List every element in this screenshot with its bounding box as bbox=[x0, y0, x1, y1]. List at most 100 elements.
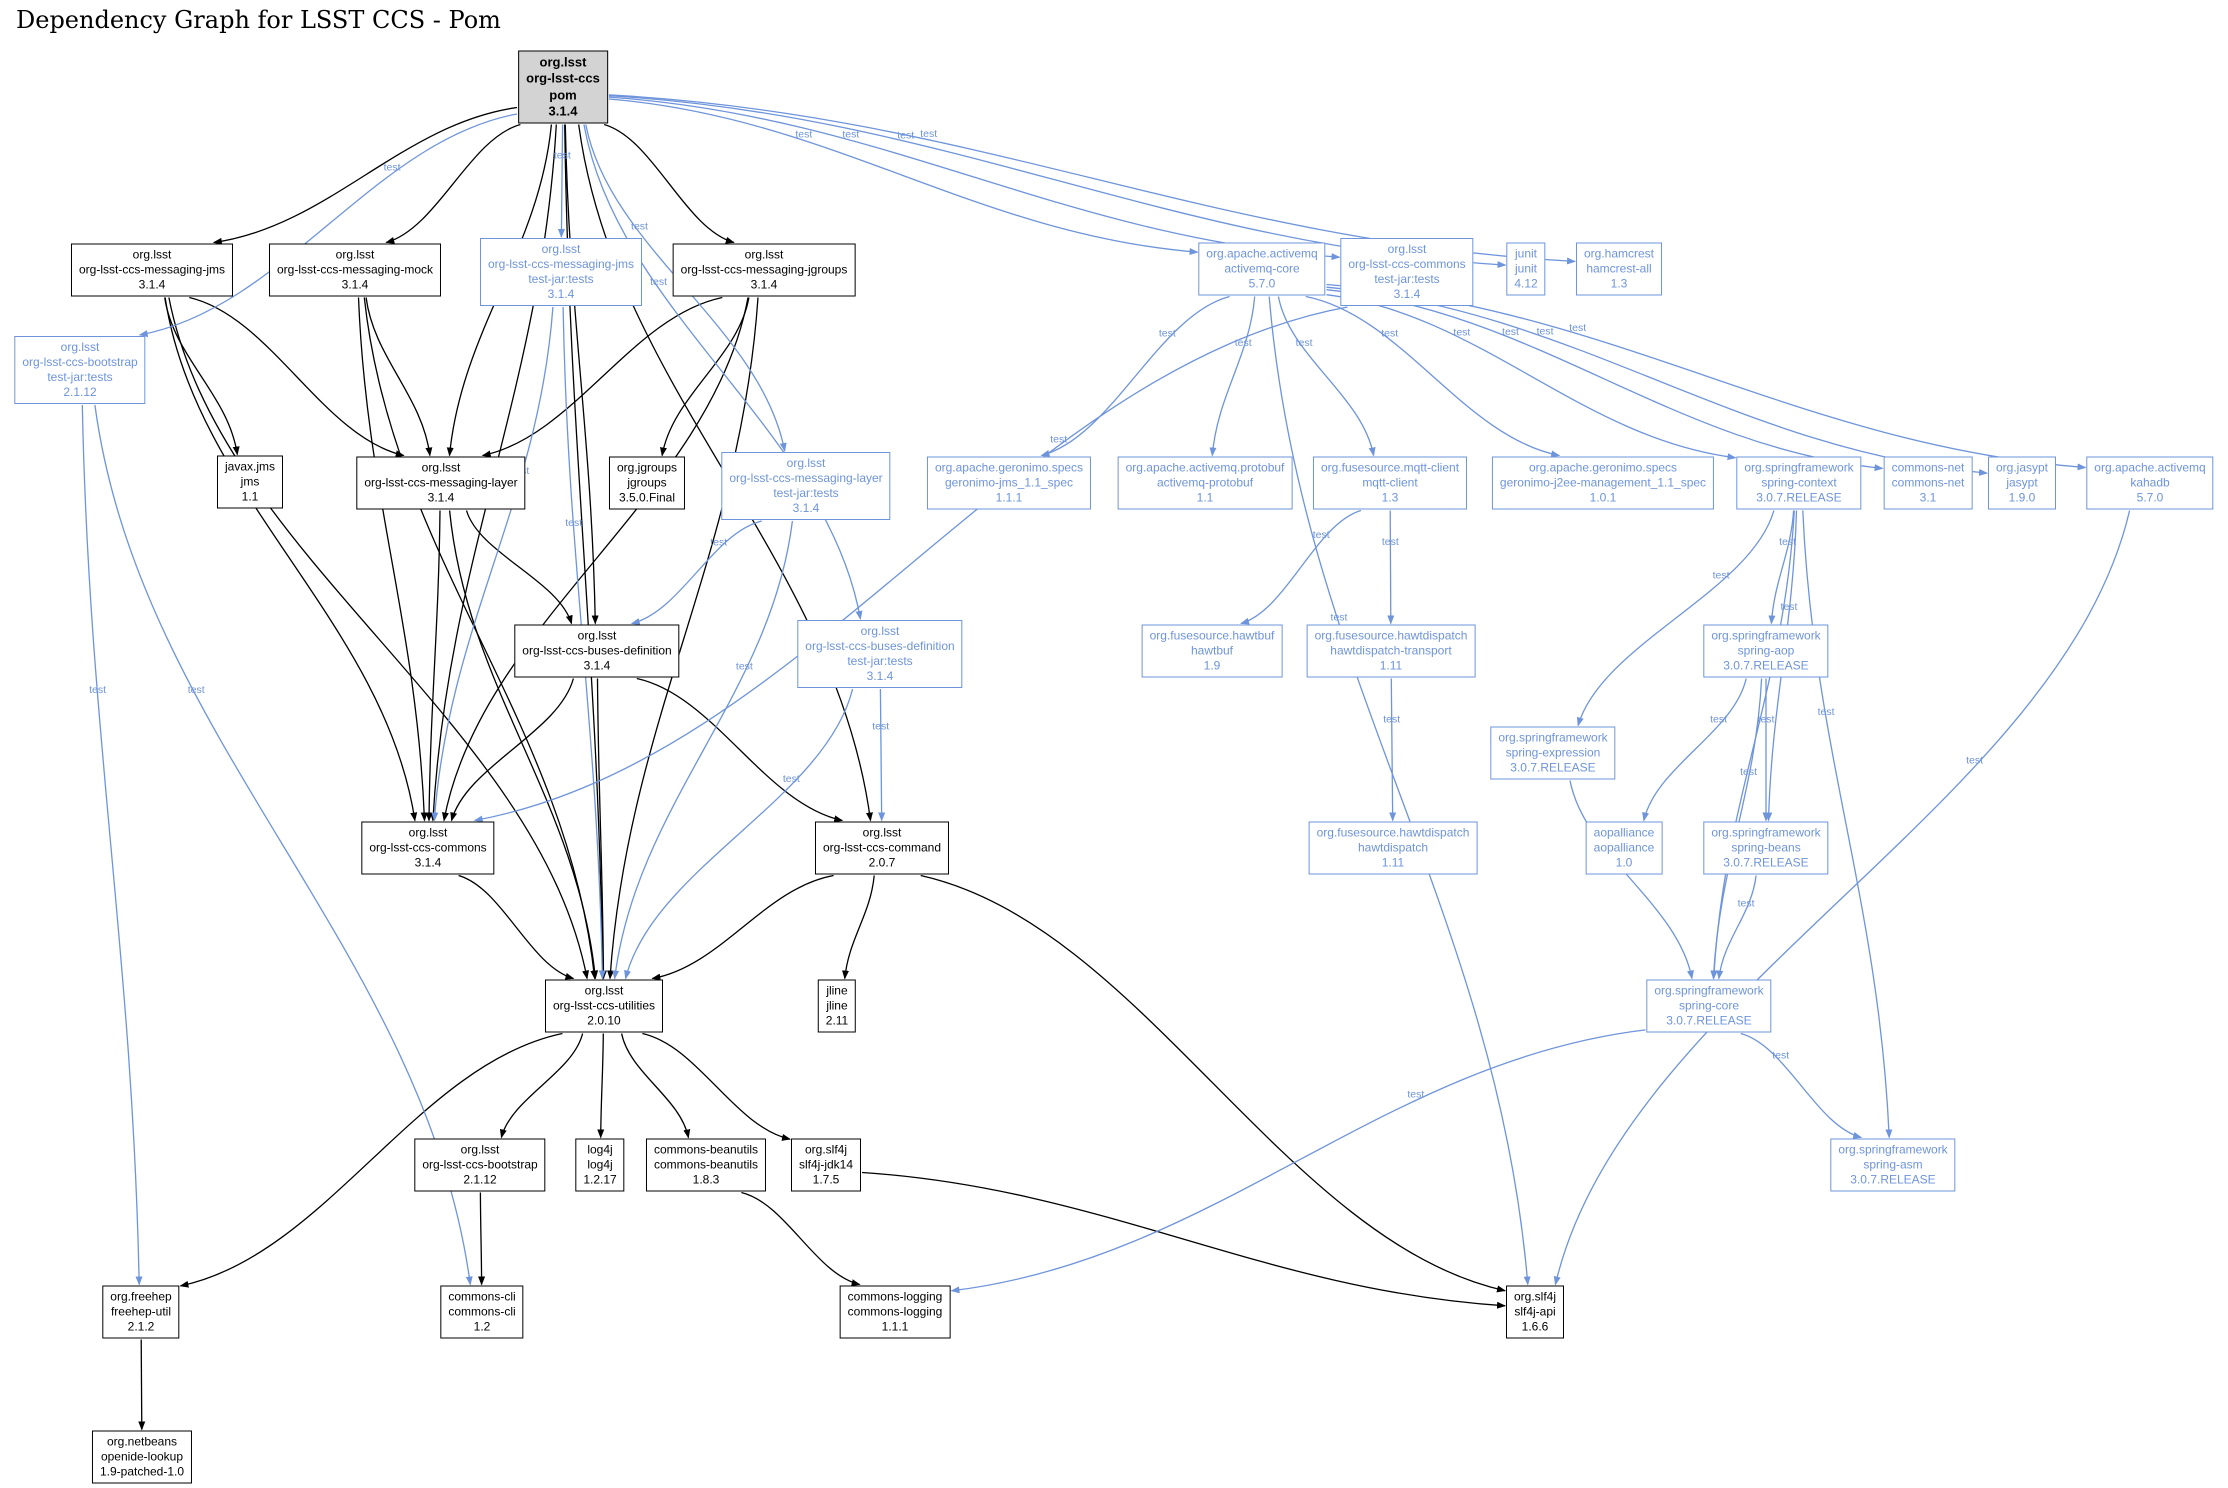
node-label-line: org-lsst-ccs-command bbox=[822, 840, 942, 855]
edge-test-label: test bbox=[650, 276, 667, 288]
node-label-line: activemq-protobuf bbox=[1156, 475, 1254, 490]
node-label-line: org-lsst-ccs-messaging-jgroups bbox=[680, 262, 848, 277]
edge-slf4j-jdk14-slf4j-api bbox=[861, 1171, 1506, 1309]
edge-test-label: test bbox=[565, 517, 582, 529]
edge-pom-activemq-core bbox=[608, 98, 1199, 256]
node-label-line: spring-core bbox=[1678, 998, 1740, 1013]
node-label-line: 2.0.7 bbox=[868, 855, 896, 870]
node-label-line: org-lsst-ccs-messaging-jms bbox=[487, 257, 635, 271]
node-label-line: 1.9.0 bbox=[2008, 490, 2036, 505]
edge-mqtt-client-hawtbuf bbox=[1240, 509, 1362, 625]
edge-messaging-jgroups-ccs-utilities bbox=[607, 297, 759, 980]
node-label-line: org.lsst bbox=[1387, 242, 1427, 256]
node-label-line: openide-lookup bbox=[100, 1449, 184, 1464]
edge-test-label: test bbox=[384, 162, 401, 174]
node-label-line: 1.11 bbox=[1381, 855, 1405, 870]
edge-buses-definition-ccs-utilities bbox=[596, 678, 607, 980]
node-label-line: 1.0 bbox=[1615, 855, 1633, 870]
edge-test-label: test bbox=[710, 537, 727, 549]
edge-ccs-utilities-log4j bbox=[597, 1033, 605, 1139]
node-label-line: hamcrest-all bbox=[1586, 261, 1652, 276]
edge-messaging-jgroups-jgroups bbox=[660, 297, 750, 457]
node-label-line: 2.11 bbox=[825, 1013, 849, 1028]
edge-test-label: test bbox=[1710, 714, 1727, 726]
edge-pom-bootstrap-tests bbox=[138, 113, 518, 337]
node-label-line: 1.9-patched-1.0 bbox=[99, 1464, 185, 1479]
edge-activemq-core-geronimo-jms-spec bbox=[1040, 295, 1230, 457]
node-label-line: spring-expression bbox=[1505, 745, 1601, 760]
node-label-line: 1.8.3 bbox=[692, 1172, 720, 1187]
node-label-line: 1.9 bbox=[1203, 658, 1221, 673]
node-label-line: org.slf4j bbox=[1513, 1289, 1557, 1304]
node-label-line: 2.1.12 bbox=[63, 385, 97, 399]
edge-spring-expression-spring-core bbox=[1569, 780, 1694, 980]
edge-test-label: test bbox=[1758, 714, 1775, 726]
edge-spring-core-spring-asm bbox=[1740, 1032, 1863, 1139]
node-label-line: 3.0.7.RELEASE bbox=[1756, 490, 1842, 505]
node-label-line: org-lsst-ccs-messaging-layer bbox=[364, 475, 518, 490]
node-label-line: commons-cli bbox=[448, 1289, 516, 1304]
edge-ccs-commons-tests-ccs-commons bbox=[473, 306, 1348, 823]
node-label-line: 2.1.2 bbox=[127, 1319, 155, 1334]
node-label-line: org.lsst bbox=[584, 983, 624, 998]
edge-test-label: test bbox=[1050, 434, 1067, 446]
node-label-line: org.lsst bbox=[421, 460, 461, 475]
edge-ccs-utilities-freehep-util bbox=[179, 1032, 563, 1288]
node-label-line: org.springframework bbox=[1711, 825, 1821, 840]
node-label-line: org.lsst bbox=[132, 247, 172, 262]
node-label-line: org-lsst-ccs-buses-definition bbox=[522, 643, 672, 658]
edge-test-label: test bbox=[1381, 327, 1398, 339]
edge-spring-context-spring-aop bbox=[1768, 510, 1795, 625]
node-label-line: org.netbeans bbox=[106, 1434, 178, 1449]
node-label-line: org.lsst bbox=[786, 456, 826, 470]
node-label-line: geronimo-jms_1.1_spec bbox=[944, 475, 1074, 490]
node-label-line: org.lsst bbox=[60, 340, 100, 354]
edge-test-label: test bbox=[1966, 755, 1983, 767]
edge-test-label: test bbox=[736, 660, 753, 672]
node-label-line: 4.12 bbox=[1514, 276, 1538, 291]
node-label-line: slf4j-api bbox=[1514, 1304, 1556, 1319]
node-label-line: org.springframework bbox=[1711, 628, 1821, 643]
node-label-line: 1.0.1 bbox=[1589, 490, 1617, 505]
edge-pom-messaging-jms bbox=[212, 106, 518, 245]
edge-test-label: test bbox=[554, 150, 571, 162]
node-label-line: 1.1 bbox=[241, 489, 259, 504]
edge-ccs-commons-ccs-utilities bbox=[458, 874, 575, 980]
edge-pom-messaging-mock bbox=[385, 123, 521, 244]
edge-ccs-bootstrap-commons-cli bbox=[478, 1192, 486, 1286]
node-label-line: org.jasypt bbox=[1995, 460, 2049, 475]
graph-title: Dependency Graph for LSST CCS - Pom bbox=[16, 6, 501, 34]
node-label-line: log4j bbox=[587, 1142, 613, 1157]
edge-test-label: test bbox=[920, 128, 937, 140]
edge-commons-beanutils-commons-logging bbox=[741, 1191, 861, 1286]
edge-ccs-command-slf4j-api bbox=[920, 874, 1506, 1293]
edge-spring-core-commons-logging bbox=[950, 1029, 1646, 1294]
node-label-line: 3.1.4 bbox=[583, 658, 611, 673]
node-label-line: org.fusesource.mqtt-client bbox=[1320, 460, 1460, 475]
edge-test-label: test bbox=[1296, 337, 1313, 349]
edge-test-label: test bbox=[1382, 536, 1399, 548]
node-label-line: org.lsst bbox=[541, 242, 581, 256]
node-label-line: org.lsst bbox=[577, 628, 617, 643]
edge-test-label: test bbox=[842, 128, 859, 140]
edge-test-label: test bbox=[1738, 898, 1755, 910]
edge-buses-definition-ccs-command bbox=[636, 677, 844, 823]
